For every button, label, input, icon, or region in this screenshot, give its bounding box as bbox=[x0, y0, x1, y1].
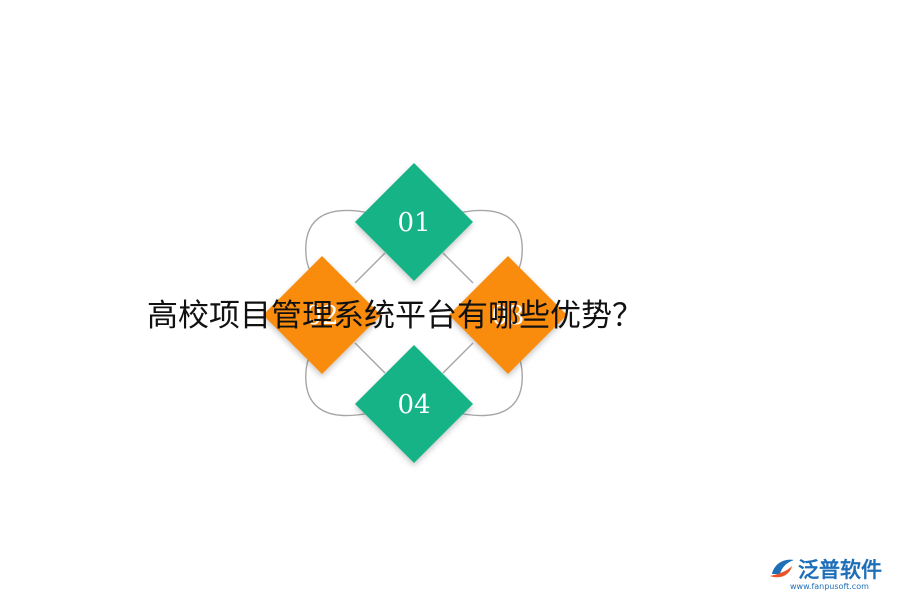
diamond-shape-left bbox=[263, 256, 381, 374]
diamond-node-top: 01 bbox=[355, 163, 473, 281]
inner-line-top-left bbox=[354, 252, 386, 284]
page-title: 高校项目管理系统平台有哪些优势？ bbox=[147, 298, 643, 334]
brand-name: 泛普软件 bbox=[798, 558, 882, 582]
brand-logo-icon bbox=[770, 559, 794, 578]
diamond-shape-bottom bbox=[355, 345, 473, 463]
diamond-node-right: 03 bbox=[449, 256, 567, 374]
diamond-node-bottom: 04 bbox=[355, 345, 473, 463]
inner-line-top-right bbox=[442, 252, 474, 284]
diamond-node-left: 02 bbox=[263, 256, 381, 374]
diamond-shape-top bbox=[355, 163, 473, 281]
brand-url: www.fanpusoft.com bbox=[790, 582, 869, 591]
diamond-label-top: 01 bbox=[397, 208, 430, 238]
brand-logo: 泛普软件 www.fanpusoft.com bbox=[768, 554, 896, 594]
inner-line-bottom-right bbox=[442, 342, 474, 374]
diamond-label-right: 03 bbox=[491, 301, 524, 331]
inner-line-bottom-left bbox=[354, 342, 386, 374]
diamond-shape-right bbox=[449, 256, 567, 374]
diamond-label-bottom: 04 bbox=[397, 390, 430, 420]
diamond-label-left: 02 bbox=[305, 301, 338, 331]
